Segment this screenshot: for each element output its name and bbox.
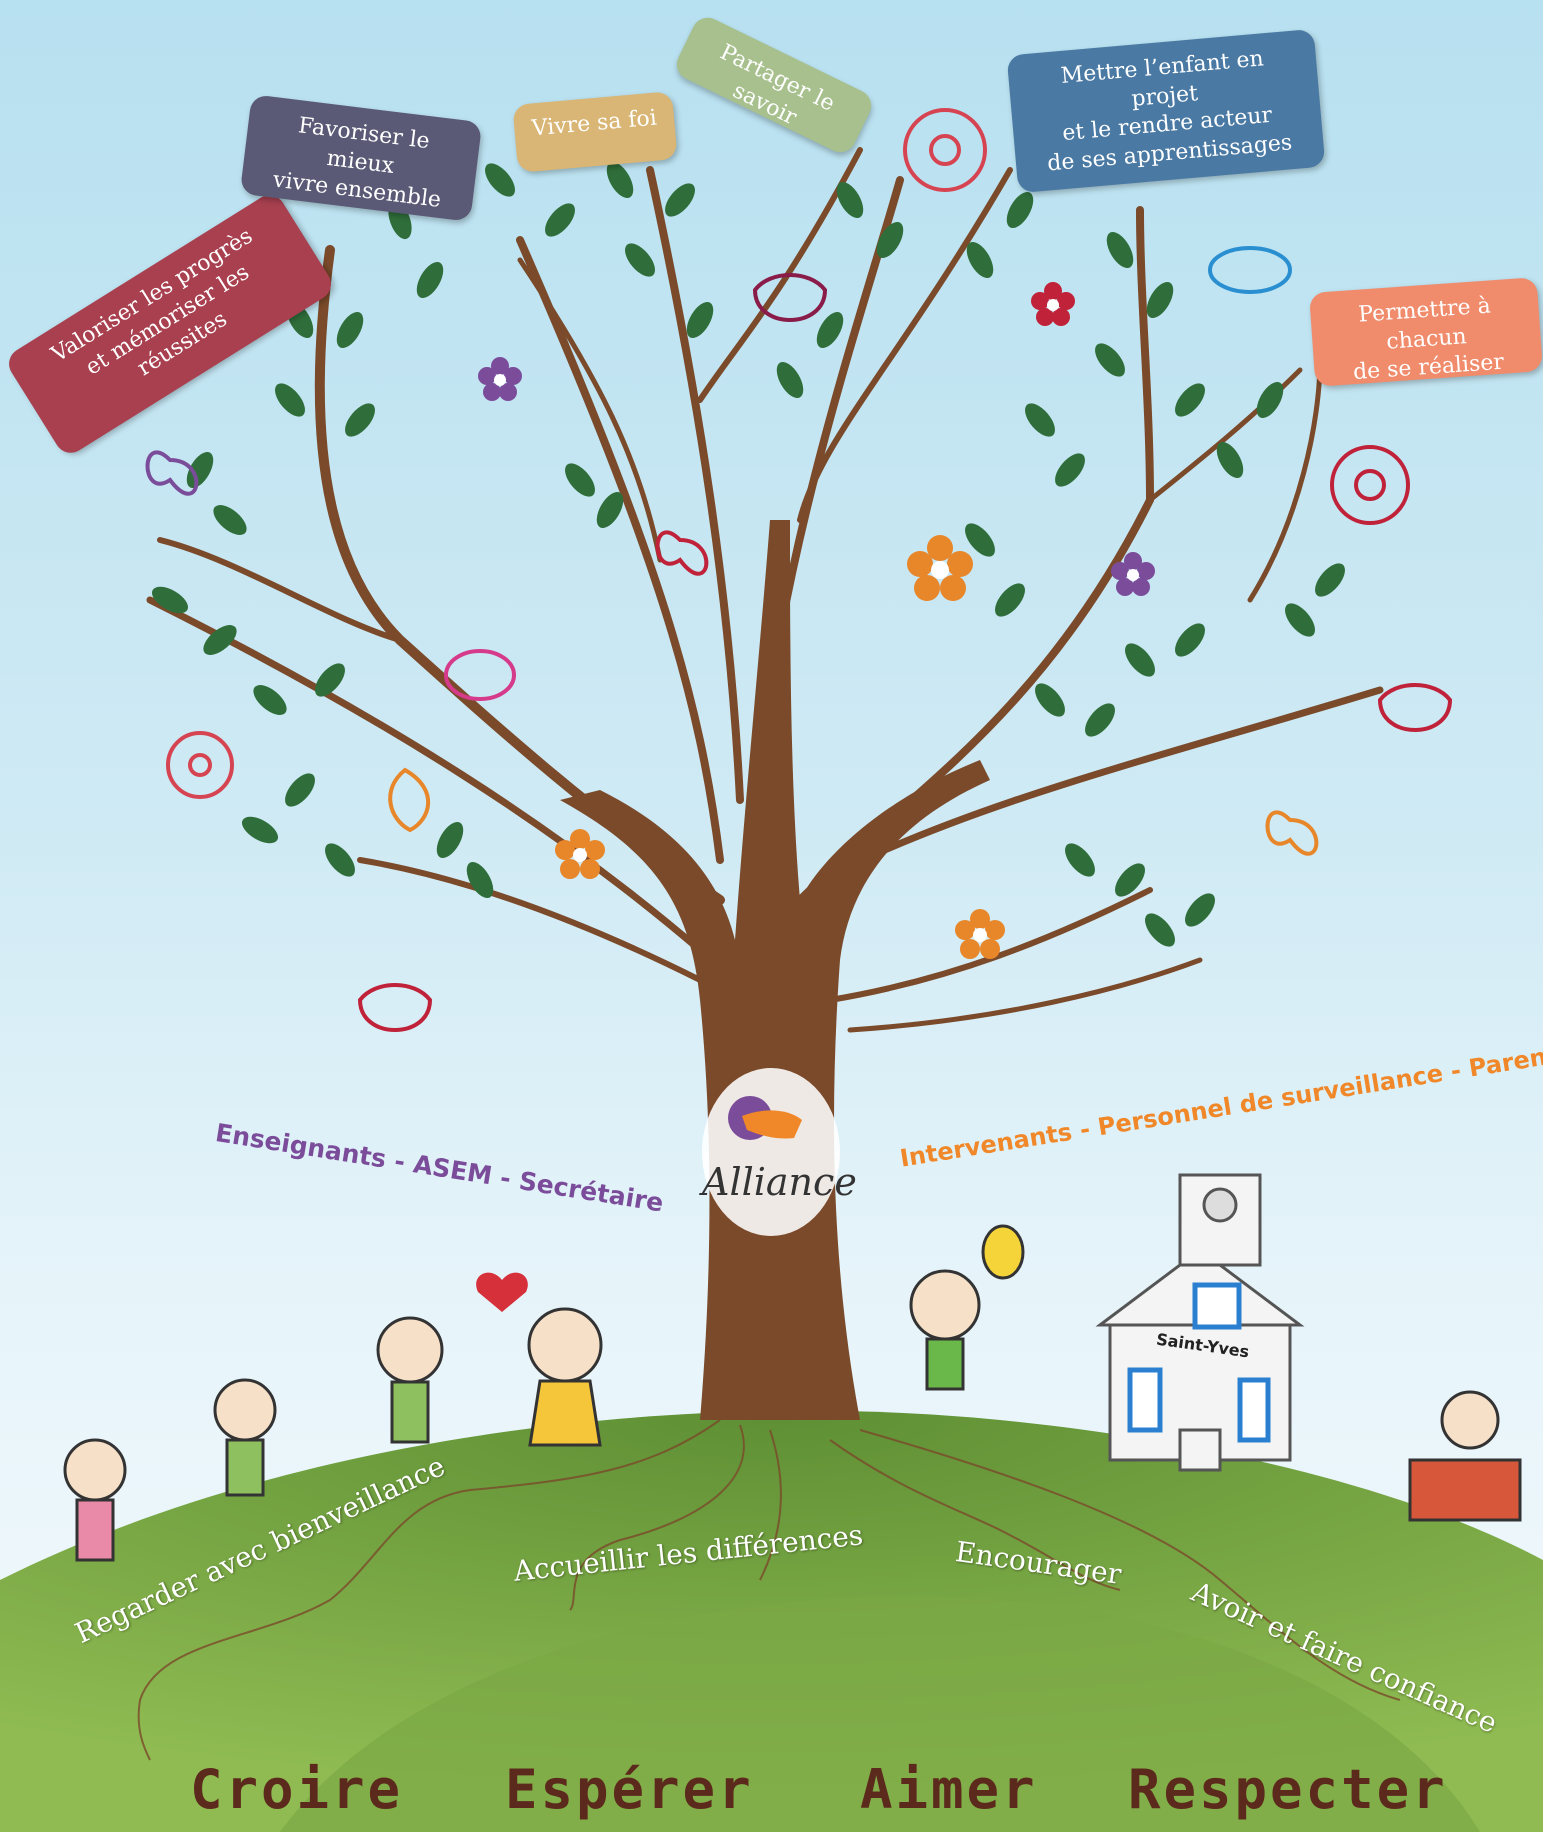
heart: [476, 1272, 528, 1312]
birds: [388, 246, 1292, 833]
logo-text: Alliance: [702, 1160, 857, 1204]
school-building: [1095, 1173, 1305, 1472]
leaves: [151, 161, 1345, 947]
value-esperer: Espérer: [505, 1758, 754, 1821]
alliance-logo: Alliance: [702, 1068, 857, 1236]
bubble-realiser: Permettre à chacun de se réaliser: [1308, 277, 1543, 387]
bubble-foi-line1: Vivre sa foi: [530, 105, 658, 142]
bubble-foi: Vivre sa foi: [512, 91, 678, 173]
tree-trunk: [560, 520, 990, 1420]
children: [63, 1269, 1522, 1562]
value-croire: Croire: [190, 1758, 404, 1821]
value-aimer: Aimer: [860, 1758, 1038, 1821]
flowers: [166, 108, 1453, 1032]
handshake-icon: [728, 1096, 802, 1140]
hill-front: [280, 1596, 1480, 1832]
roots: [137, 1419, 1401, 1761]
bubble-projet: Mettre l’enfant en projet et le rendre a…: [1006, 28, 1326, 194]
lightbulb: [981, 1224, 1025, 1280]
butterflies: [145, 450, 1319, 856]
value-respecter: Respecter: [1128, 1758, 1448, 1821]
